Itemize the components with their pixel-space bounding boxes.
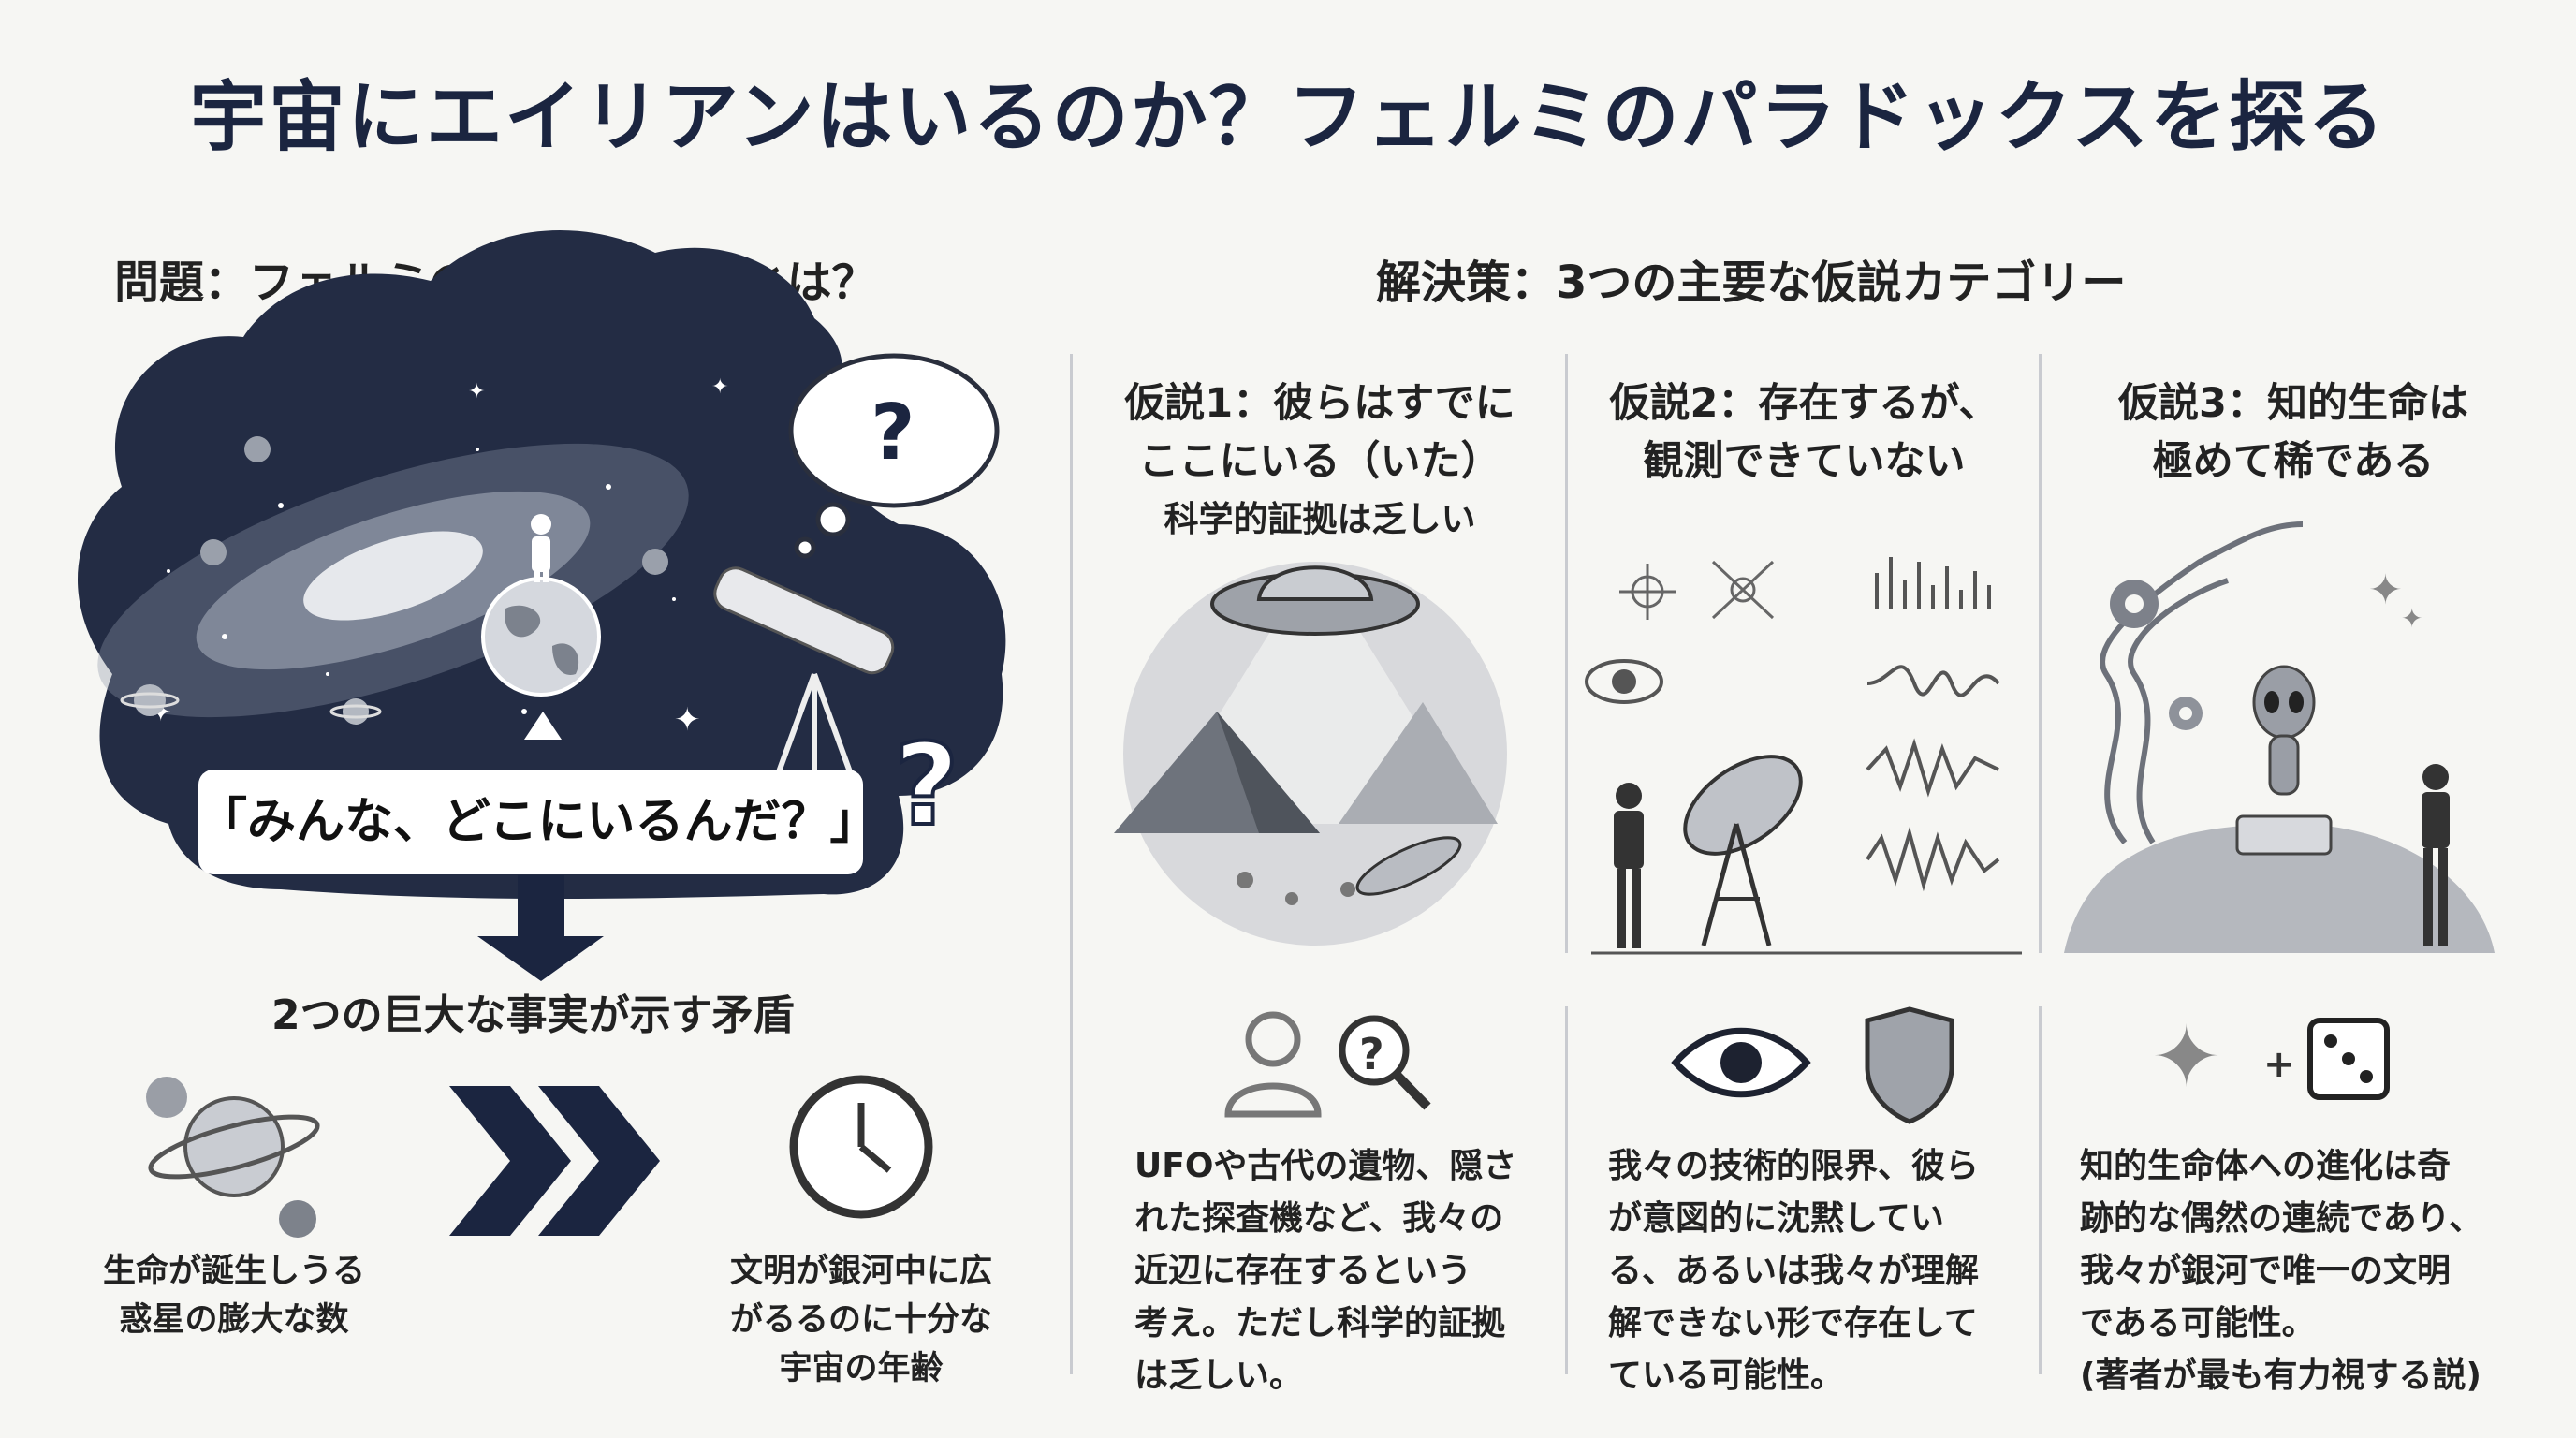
hypothesis-1-body: UFOや古代の遺物、隠された探査機など、我々の 近辺に存在するという考え。ただし…	[1134, 1147, 1517, 1395]
fact-2: 文明が銀河中に広がるるのに十分な宇宙の年齢	[729, 1253, 992, 1387]
dice-icon	[2307, 1018, 2390, 1100]
chevron-right-icon	[449, 1086, 660, 1236]
eye-icon	[1671, 1027, 1811, 1098]
question-icon: ?	[871, 389, 915, 477]
gear-icon	[2110, 580, 2159, 628]
waveform-icon	[1866, 557, 2000, 892]
hypothesis-2-title: 仮説2：存在するが、 観測できていない	[1609, 380, 1999, 485]
down-arrow-icon	[477, 875, 604, 981]
contradiction-label: 2つの巨大な事実が示す矛盾	[271, 991, 795, 1039]
planet-icon	[329, 698, 382, 725]
hypothesis-2-body: 我々の技術的限界、彼らが意図的に沈黙してい る、あるいは我々が理解解できない形で…	[1608, 1147, 1980, 1395]
hypothesis-3-title: 仮説3：知的生命は 極めて稀である	[2118, 380, 2468, 485]
person-icon	[531, 514, 551, 582]
earth-icon	[481, 577, 601, 697]
quote-bubble: 「みんな、どこにいるんだ？」	[198, 770, 878, 874]
galaxy-illustration: ✦ ✦ ✦ ✦ ? ?	[77, 230, 1006, 981]
gear-icon	[2169, 697, 2203, 730]
svg-text:+: +	[2263, 1043, 2295, 1086]
thought-bubble: ?	[788, 353, 1000, 559]
pyramid-icon	[1114, 702, 1498, 833]
column-divider	[1070, 354, 1073, 1374]
eye-icon	[1585, 659, 1663, 704]
planet-icon	[244, 436, 271, 462]
telescope-icon	[713, 566, 895, 779]
column-divider	[1565, 354, 1568, 953]
magnifier-icon: ?	[1339, 1015, 1431, 1110]
question-icon: ?	[894, 721, 959, 851]
solution-heading: 解決策：3つの主要な仮説カテゴリー	[1376, 257, 2127, 309]
person-icon	[2422, 764, 2450, 946]
dna-icon	[2100, 521, 2304, 844]
hypothesis-1-title: 仮説1：彼らはすでに ここにいる（いた） 科学的証拠は乏しい	[1124, 380, 1515, 539]
shield-icon	[1865, 1006, 1954, 1124]
sparkle-icon: ✦	[2151, 1008, 2221, 1107]
person-icon	[1614, 783, 1644, 948]
clock-icon	[789, 1075, 933, 1219]
planet-icon	[146, 1077, 320, 1238]
fact-1: 生命が誕生しうる惑星の膨大な数	[102, 1253, 365, 1339]
alien-icon	[2235, 665, 2333, 856]
sun-icon	[1619, 560, 1775, 620]
question-icon: ?	[1359, 1029, 1384, 1079]
svg-text:✦: ✦	[468, 380, 485, 404]
planet-icon	[642, 549, 668, 575]
sparkle-icon: ✦	[2368, 566, 2403, 614]
page-title: 宇宙にエイリアンはいるのか？フェルミのパラドックスを探る	[189, 73, 2387, 162]
svg-text:✦: ✦	[711, 375, 728, 399]
person-icon	[1224, 1011, 1322, 1118]
sparkle-icon: ✦	[674, 701, 701, 739]
planet-icon	[200, 539, 227, 565]
hypothesis-3-body: 知的生命体への進化は奇跡的な偶然の連続であり、 我々が銀河で唯一の文明である可能…	[2080, 1147, 2483, 1395]
ufo-icon	[1210, 565, 1420, 636]
fact-icons	[146, 1075, 933, 1238]
svg-text:✦: ✦	[2401, 603, 2422, 634]
column-divider	[2039, 354, 2042, 953]
radio-dish-icon	[1683, 755, 1803, 946]
column-divider	[1565, 1006, 1568, 1374]
column-divider	[2039, 1006, 2042, 1374]
planet-icon	[120, 684, 180, 716]
